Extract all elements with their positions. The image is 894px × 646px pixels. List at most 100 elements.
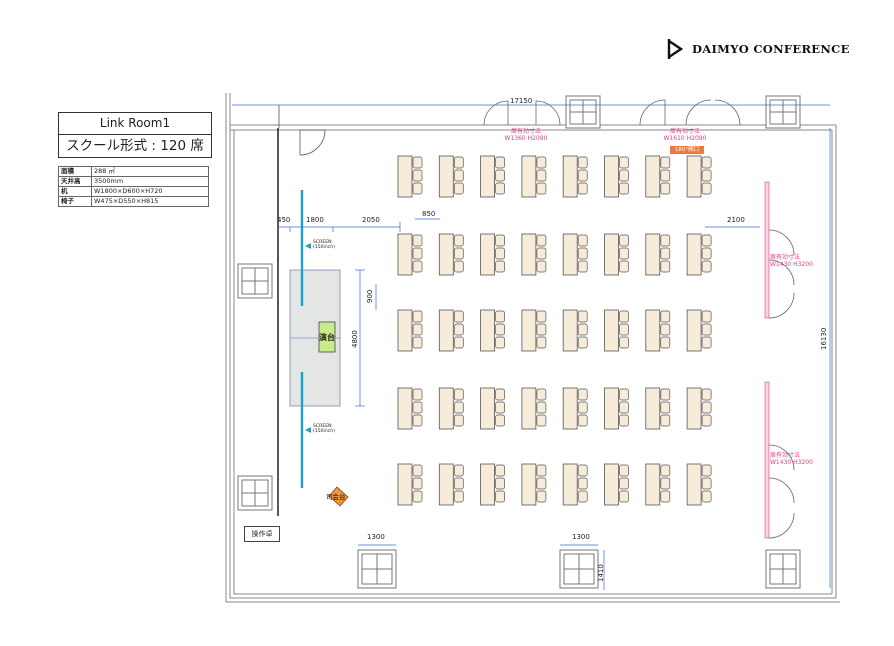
desk [438,387,454,430]
dim-table-gap: 850 [422,210,436,218]
table-group [562,233,588,276]
chair [495,490,505,503]
screen-arrow-1 [305,243,311,249]
chair [412,156,423,169]
dim-room-width: 17150 [510,97,533,105]
chair [577,310,588,323]
dim-pillar-width-1: 1300 [367,533,385,541]
chair [453,169,464,182]
chair [660,156,671,169]
desk [397,309,413,352]
right-door-1 [764,181,795,319]
chair [660,310,671,323]
chair [660,401,671,414]
dim-pillar-width-2: 1300 [572,533,590,541]
table-group [604,233,629,276]
chair [412,323,423,336]
table-group [521,387,547,430]
chair [495,464,505,477]
chair [536,388,547,401]
table-group [645,233,671,276]
desk [604,233,619,276]
mc-label: 司会台 [326,493,346,501]
desk [645,155,661,198]
door-size: W1430 H3200 [770,459,813,466]
screen-arrow-2 [305,427,311,433]
table-group [686,155,712,198]
screen-title: SCREEN [313,240,332,245]
desk [521,233,537,276]
chair [536,234,547,247]
table-group [521,309,547,352]
desk [645,309,661,352]
chair [577,169,588,182]
chair [660,182,671,195]
chair [453,388,464,401]
table-group [686,309,712,352]
door-badge: 180°開口 [670,146,704,154]
chair [495,169,505,182]
dim-stage-depth: 4800 [351,330,359,348]
chair [412,401,423,414]
chair [495,182,505,195]
desk [562,309,578,352]
chair [660,336,671,349]
room-layout: スクール形式 : 120 席 [66,138,204,154]
desk [604,155,619,198]
chair [660,260,671,273]
chair [453,490,464,503]
desk [480,233,496,276]
desk [397,155,413,198]
chair [660,464,671,477]
daimyo-mark-icon [667,39,684,59]
chair [660,388,671,401]
chair [701,182,712,195]
chair [619,234,629,247]
chair [701,169,712,182]
chair [619,414,629,427]
dim-front-gap: 2050 [362,216,380,224]
table-group [562,155,588,198]
chair [577,464,588,477]
desk [562,233,578,276]
desk [438,309,454,352]
dim-pillar-depth: 1410 [597,564,605,582]
chair [577,182,588,195]
desk [480,463,496,506]
chair [536,401,547,414]
dim-room-depth: 16130 [820,327,828,350]
table-group [480,387,505,430]
chair [412,414,423,427]
chair [577,414,588,427]
table-group [604,309,629,352]
desk [686,463,702,506]
chair [412,336,423,349]
chair [536,310,547,323]
chair [577,401,588,414]
chair [536,260,547,273]
right-door-2 [764,381,795,539]
chair [619,336,629,349]
desk [397,463,413,506]
desk [686,155,702,198]
table-group [604,387,629,430]
table-group [562,387,588,430]
table-group [438,233,464,276]
chair [660,247,671,260]
desk [480,387,496,430]
pillar-boxes [237,95,801,589]
chair [412,260,423,273]
table-group [438,155,464,198]
screen-label-2: SCREEN (150inch) [313,424,335,435]
chair [495,323,505,336]
chair [701,310,712,323]
door-label-1: 扉有効寸法 W1360 H2090 [497,128,555,142]
chair [577,490,588,503]
desk [438,463,454,506]
table-group [686,233,712,276]
desk [438,233,454,276]
chair [536,414,547,427]
desk [480,155,496,198]
